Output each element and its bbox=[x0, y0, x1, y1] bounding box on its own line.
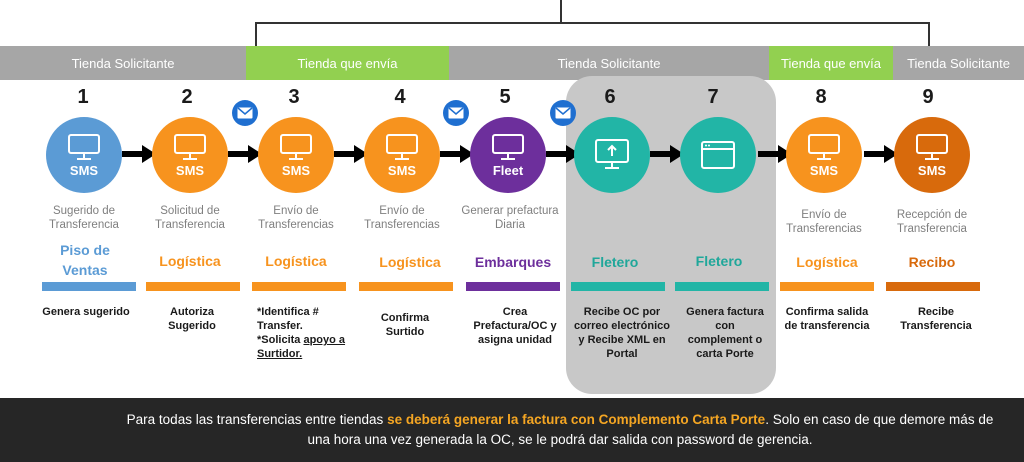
step-caption-1: SMS bbox=[69, 162, 99, 178]
footer-text-part1: Para todas las transferencias entre tien… bbox=[126, 412, 388, 427]
step-action-3-underlined-text: apoyo a Surtidor. bbox=[257, 334, 346, 360]
step-description-2: Solicitud de Transferencia bbox=[155, 205, 225, 231]
step-action-7: Genera factura con complement o carta Po… bbox=[686, 306, 764, 360]
step-caption-2: SMS bbox=[175, 162, 205, 178]
monitor-icon bbox=[808, 133, 840, 160]
step-action-8: Confirma salida de transferencia bbox=[784, 306, 870, 332]
role-bar-4 bbox=[359, 282, 453, 291]
role-label-1: Piso de Ventas bbox=[60, 242, 110, 278]
step-action-3: *Identifica # Transfer. *Solicita apoyo … bbox=[257, 305, 349, 361]
step-action-6: Recibe OC por correo electrónico y Recib… bbox=[574, 306, 670, 360]
footer-highlight: se deberá generar la factura con Complem… bbox=[387, 412, 766, 427]
step-description-1: Sugerido de Transferencia bbox=[49, 205, 119, 231]
monitor-icon bbox=[916, 133, 948, 160]
role-label-7: Fletero bbox=[695, 253, 743, 269]
role-label-9: Recibo bbox=[908, 254, 956, 270]
step-circle-2: SMS bbox=[152, 117, 228, 193]
monitor-icon bbox=[280, 133, 312, 160]
step-number-4: 4 bbox=[394, 86, 406, 108]
role-label-6: Fletero bbox=[591, 254, 639, 270]
step-description-4: Envío de Transferencias bbox=[364, 205, 440, 231]
step-number-6: 6 bbox=[604, 86, 616, 108]
step-description-8: Envío de Transferencias bbox=[786, 209, 862, 235]
role-label-4: Logística bbox=[379, 254, 441, 270]
step-action-3-line2: *Solicita apoyo a Surtidor. bbox=[257, 333, 349, 361]
monitor-icon bbox=[68, 133, 100, 160]
band-tienda-solicitante-3: Tienda Solicitante bbox=[893, 46, 1024, 80]
footer-text-part2: . Solo en caso de que demore más de una … bbox=[307, 412, 994, 447]
step-caption-4: SMS bbox=[387, 162, 417, 178]
step-circle-6 bbox=[574, 117, 650, 193]
role-bar-3 bbox=[252, 282, 346, 291]
arrow-right-icon bbox=[122, 145, 156, 163]
arrow-right-icon bbox=[440, 145, 474, 163]
step-number-8: 8 bbox=[815, 86, 827, 108]
role-bar-7 bbox=[675, 282, 769, 291]
step-number-9: 9 bbox=[922, 86, 934, 108]
step-action-9: Recibe Transferencia bbox=[900, 306, 972, 332]
step-circle-3: SMS bbox=[258, 117, 334, 193]
step-description-3: Envío de Transferencias bbox=[258, 205, 334, 231]
arrow-right-icon bbox=[546, 145, 580, 163]
step-action-3-line1: *Identifica # Transfer. bbox=[257, 306, 319, 332]
bracket-right-leg bbox=[928, 22, 930, 46]
monitor-icon bbox=[174, 133, 206, 160]
step-caption-3: SMS bbox=[281, 162, 311, 178]
role-bar-1 bbox=[42, 282, 136, 291]
step-circle-4: SMS bbox=[364, 117, 440, 193]
footer-banner: Para todas las transferencias entre tien… bbox=[0, 398, 1024, 462]
bracket-horizontal bbox=[255, 22, 930, 24]
step-caption-5: Fleet bbox=[492, 162, 524, 178]
step-action-4: Confirma Surtido bbox=[380, 312, 430, 338]
step-number-5: 5 bbox=[499, 86, 511, 108]
step-circle-9: SMS bbox=[894, 117, 970, 193]
step-number-7: 7 bbox=[707, 86, 719, 108]
role-bar-8 bbox=[780, 282, 874, 291]
step-number-1: 1 bbox=[77, 86, 89, 108]
role-bar-9 bbox=[886, 282, 980, 291]
step-number-3: 3 bbox=[288, 86, 300, 108]
upload-monitor-icon bbox=[595, 139, 629, 169]
step-circle-1: SMS bbox=[46, 117, 122, 193]
monitor-icon bbox=[386, 133, 418, 160]
mail-icon bbox=[443, 100, 469, 126]
step-number-2: 2 bbox=[181, 86, 193, 108]
step-circle-5: Fleet bbox=[470, 117, 546, 193]
step-description-5: Generar prefactura Diaria bbox=[461, 205, 559, 231]
band-tienda-solicitante-1: Tienda Solicitante bbox=[0, 46, 246, 80]
band-tienda-solicitante-2: Tienda Solicitante bbox=[449, 46, 769, 80]
arrow-right-icon bbox=[758, 145, 792, 163]
role-bar-6 bbox=[571, 282, 665, 291]
arrow-right-icon bbox=[650, 145, 684, 163]
arrow-right-icon bbox=[334, 145, 368, 163]
arrow-right-icon bbox=[864, 145, 898, 163]
role-label-2: Logística bbox=[159, 253, 221, 269]
step-caption-8: SMS bbox=[809, 162, 839, 178]
role-label-8: Logística bbox=[796, 254, 858, 270]
band-tienda-que-envia-1: Tienda que envía bbox=[246, 46, 449, 80]
step-circle-7 bbox=[680, 117, 756, 193]
step-circle-8: SMS bbox=[786, 117, 862, 193]
role-bar-2 bbox=[146, 282, 240, 291]
bracket-left-leg bbox=[255, 22, 257, 46]
step-action-2: Autoriza Sugerido bbox=[168, 306, 216, 332]
band-tienda-que-envia-2: Tienda que envía bbox=[769, 46, 893, 80]
mail-icon bbox=[550, 100, 576, 126]
mail-icon bbox=[232, 100, 258, 126]
role-label-3: Logística bbox=[265, 253, 327, 269]
arrow-right-icon bbox=[228, 145, 262, 163]
role-bar-5 bbox=[466, 282, 560, 291]
footer-text: Para todas las transferencias entre tien… bbox=[120, 410, 1000, 450]
step-description-9: Recepción de Transferencia bbox=[896, 209, 968, 235]
step-action-1: Genera sugerido bbox=[42, 306, 130, 318]
step-caption-9: SMS bbox=[917, 162, 947, 178]
browser-window-icon bbox=[701, 141, 735, 169]
step-action-3-line2-text: *Solicita bbox=[257, 334, 304, 346]
step-action-5: Crea Prefactura/OC y asigna unidad bbox=[473, 306, 557, 346]
bracket-stem bbox=[560, 0, 562, 24]
monitor-icon bbox=[492, 133, 524, 160]
role-label-5: Embarques bbox=[474, 254, 552, 270]
